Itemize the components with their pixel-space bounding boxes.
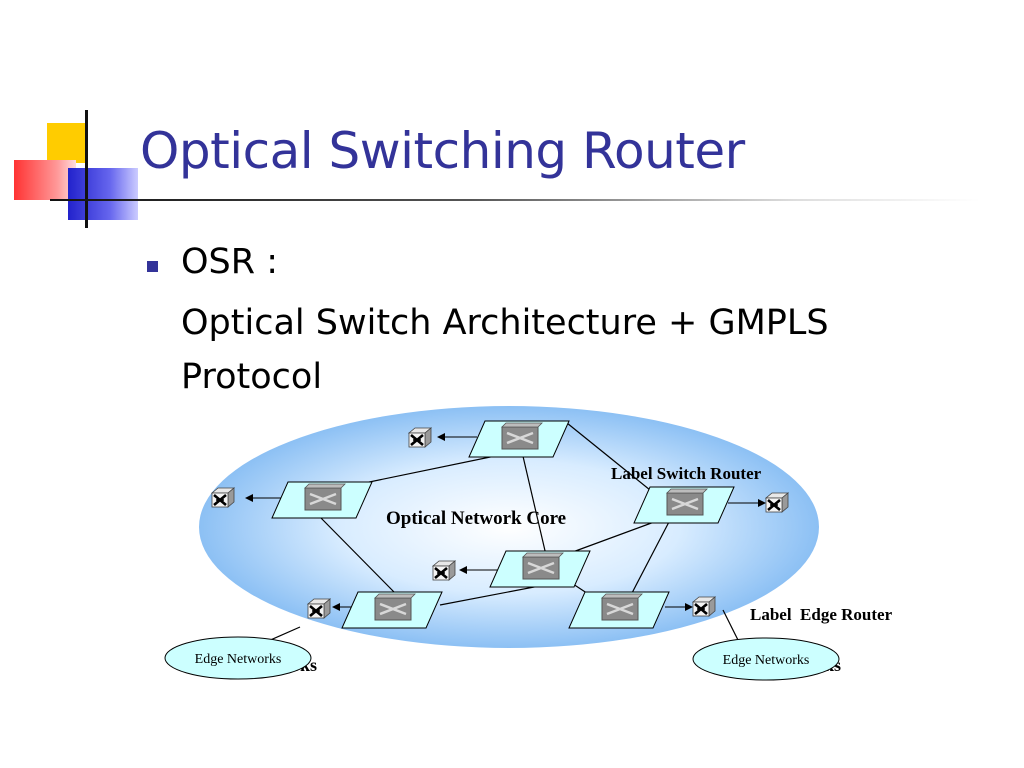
- bullet-marker: [147, 261, 158, 272]
- label-optical-network-core: Optical Network Core: [386, 508, 566, 529]
- slide-title: Optical Switching Router: [140, 122, 745, 180]
- edge-network-right-oval: [692, 637, 840, 681]
- edge-router-center: [431, 559, 457, 582]
- decor-red-square: [14, 160, 76, 200]
- bullet-line-2: Protocol: [181, 357, 323, 397]
- edge-network-left-oval: [164, 636, 312, 680]
- optical-switch-right: [632, 485, 736, 525]
- edge-arrows: [245, 433, 766, 611]
- edge-router-left: [210, 486, 236, 509]
- decor-yellow-square: [47, 123, 87, 163]
- optical-switch-bottom-left: [340, 590, 444, 630]
- edge-network-right-label: Edge Networks: [723, 653, 810, 668]
- optical-switch-left: [270, 480, 374, 520]
- decor-vertical-line: [85, 110, 88, 228]
- decor-blue-square: [68, 168, 138, 220]
- edge-network-left-label: Edge Networks: [195, 652, 282, 667]
- optical-switch-bottom-right: [567, 590, 671, 630]
- title-underline: [50, 199, 980, 201]
- edge-router-top: [407, 426, 433, 449]
- label-label-switch-router: Label Switch Router: [611, 464, 762, 483]
- edge-router-right: [764, 491, 790, 514]
- bullet-heading: OSR :: [181, 242, 279, 282]
- label-label-edge-router: Label Edge Router: [750, 605, 893, 624]
- bullet-line-1: Optical Switch Architecture + GMPLS: [181, 303, 829, 343]
- optical-core-cloud: [199, 406, 819, 648]
- edge-router-bottom-right: [691, 595, 717, 618]
- edge-router-bottom-left: [306, 597, 332, 620]
- optical-switch-top: [467, 419, 571, 459]
- optical-switch-center: [488, 549, 592, 589]
